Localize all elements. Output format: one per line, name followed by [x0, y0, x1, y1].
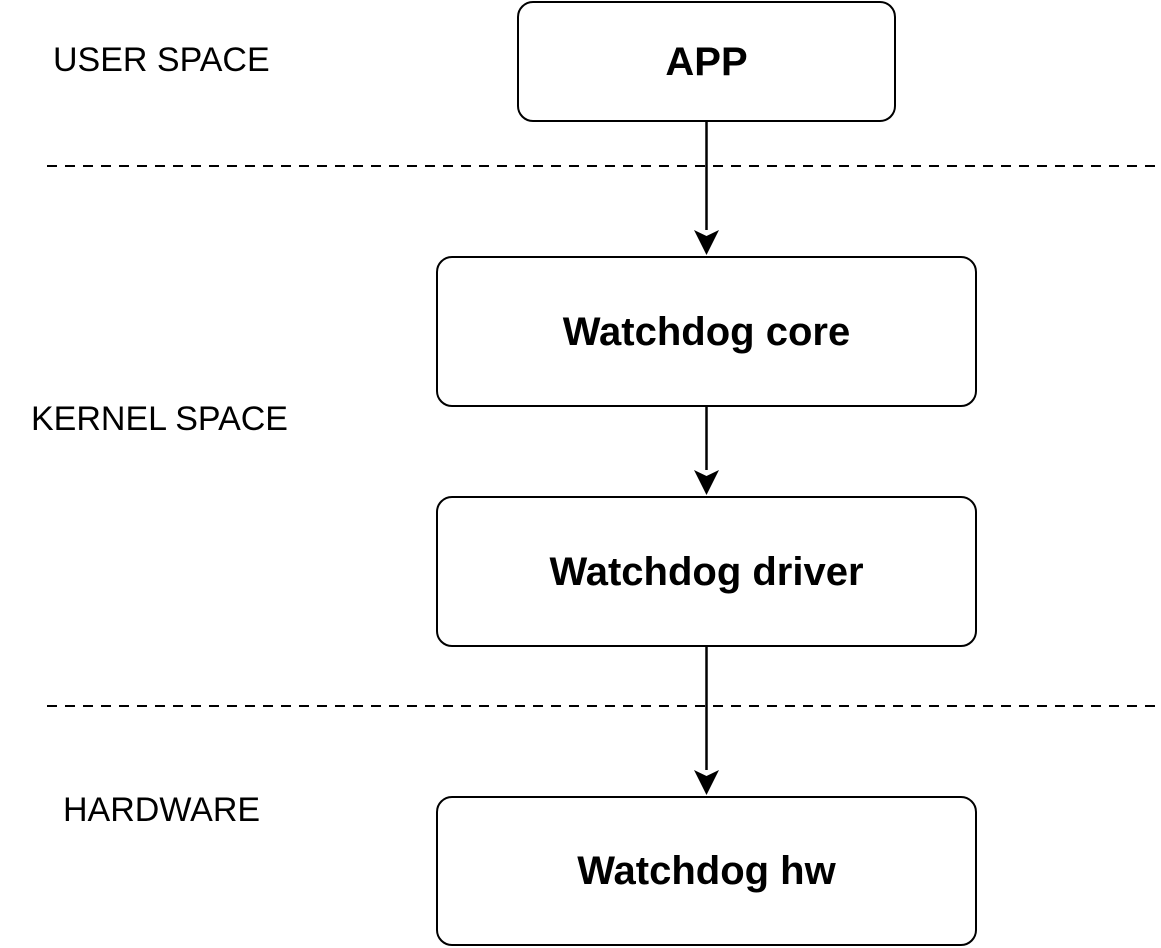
user-space-label: USER SPACE	[53, 41, 270, 79]
app-node: APP	[517, 1, 896, 122]
watchdog-hw-node-label: Watchdog hw	[577, 849, 836, 893]
kernel-space-label: KERNEL SPACE	[31, 400, 288, 438]
app-node-label: APP	[665, 39, 748, 84]
watchdog-core-node: Watchdog core	[436, 256, 977, 407]
arrow-core-to-driver	[694, 407, 719, 495]
watchdog-core-node-label: Watchdog core	[562, 309, 851, 354]
arrow-driver-to-hw	[694, 647, 719, 795]
arrow-app-to-core	[694, 122, 719, 255]
watchdog-driver-node: Watchdog driver	[436, 496, 977, 647]
watchdog-hw-node: Watchdog hw	[436, 796, 977, 946]
hardware-label: HARDWARE	[63, 791, 261, 829]
watchdog-driver-node-label: Watchdog driver	[549, 549, 864, 594]
